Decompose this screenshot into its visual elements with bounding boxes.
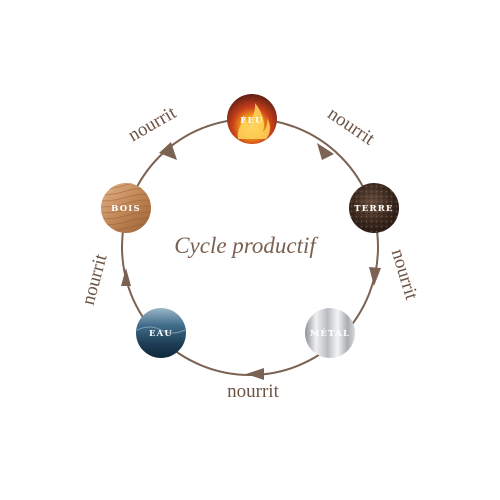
node-label-feu: FEU bbox=[240, 116, 264, 126]
center-title: Cycle productif bbox=[174, 233, 319, 258]
edge-label-bois-feu: nourrit bbox=[125, 102, 181, 146]
node-label-terre: TERRE bbox=[354, 204, 393, 214]
node-label-metal: MÉTAL bbox=[310, 327, 350, 339]
arrow-eau-bois bbox=[121, 268, 131, 286]
node-feu[interactable]: FEU bbox=[227, 94, 277, 144]
metal-texture-icon bbox=[305, 308, 355, 358]
water-texture-icon bbox=[136, 308, 186, 358]
node-label-eau: EAU bbox=[149, 329, 173, 339]
edge-label-feu-terre: nourrit bbox=[324, 103, 379, 150]
arrow-feu-terre bbox=[317, 143, 334, 160]
cycle-arrows bbox=[121, 142, 381, 380]
flame-icon bbox=[237, 103, 270, 139]
edge-label-terre-metal: nourrit bbox=[387, 247, 422, 303]
node-metal[interactable]: MÉTAL bbox=[305, 308, 355, 358]
node-bois[interactable]: BOIS bbox=[101, 183, 151, 233]
node-terre[interactable]: TERRE bbox=[349, 183, 399, 233]
edge-label-metal-eau: nourrit bbox=[227, 381, 279, 402]
arrow-bois-feu bbox=[159, 142, 177, 160]
arrow-metal-eau bbox=[246, 368, 264, 380]
node-label-bois: BOIS bbox=[111, 204, 141, 214]
node-eau[interactable]: EAU bbox=[136, 308, 186, 358]
edge-label-eau-bois: nourrit bbox=[78, 251, 112, 307]
arrow-terre-metal bbox=[369, 267, 381, 286]
